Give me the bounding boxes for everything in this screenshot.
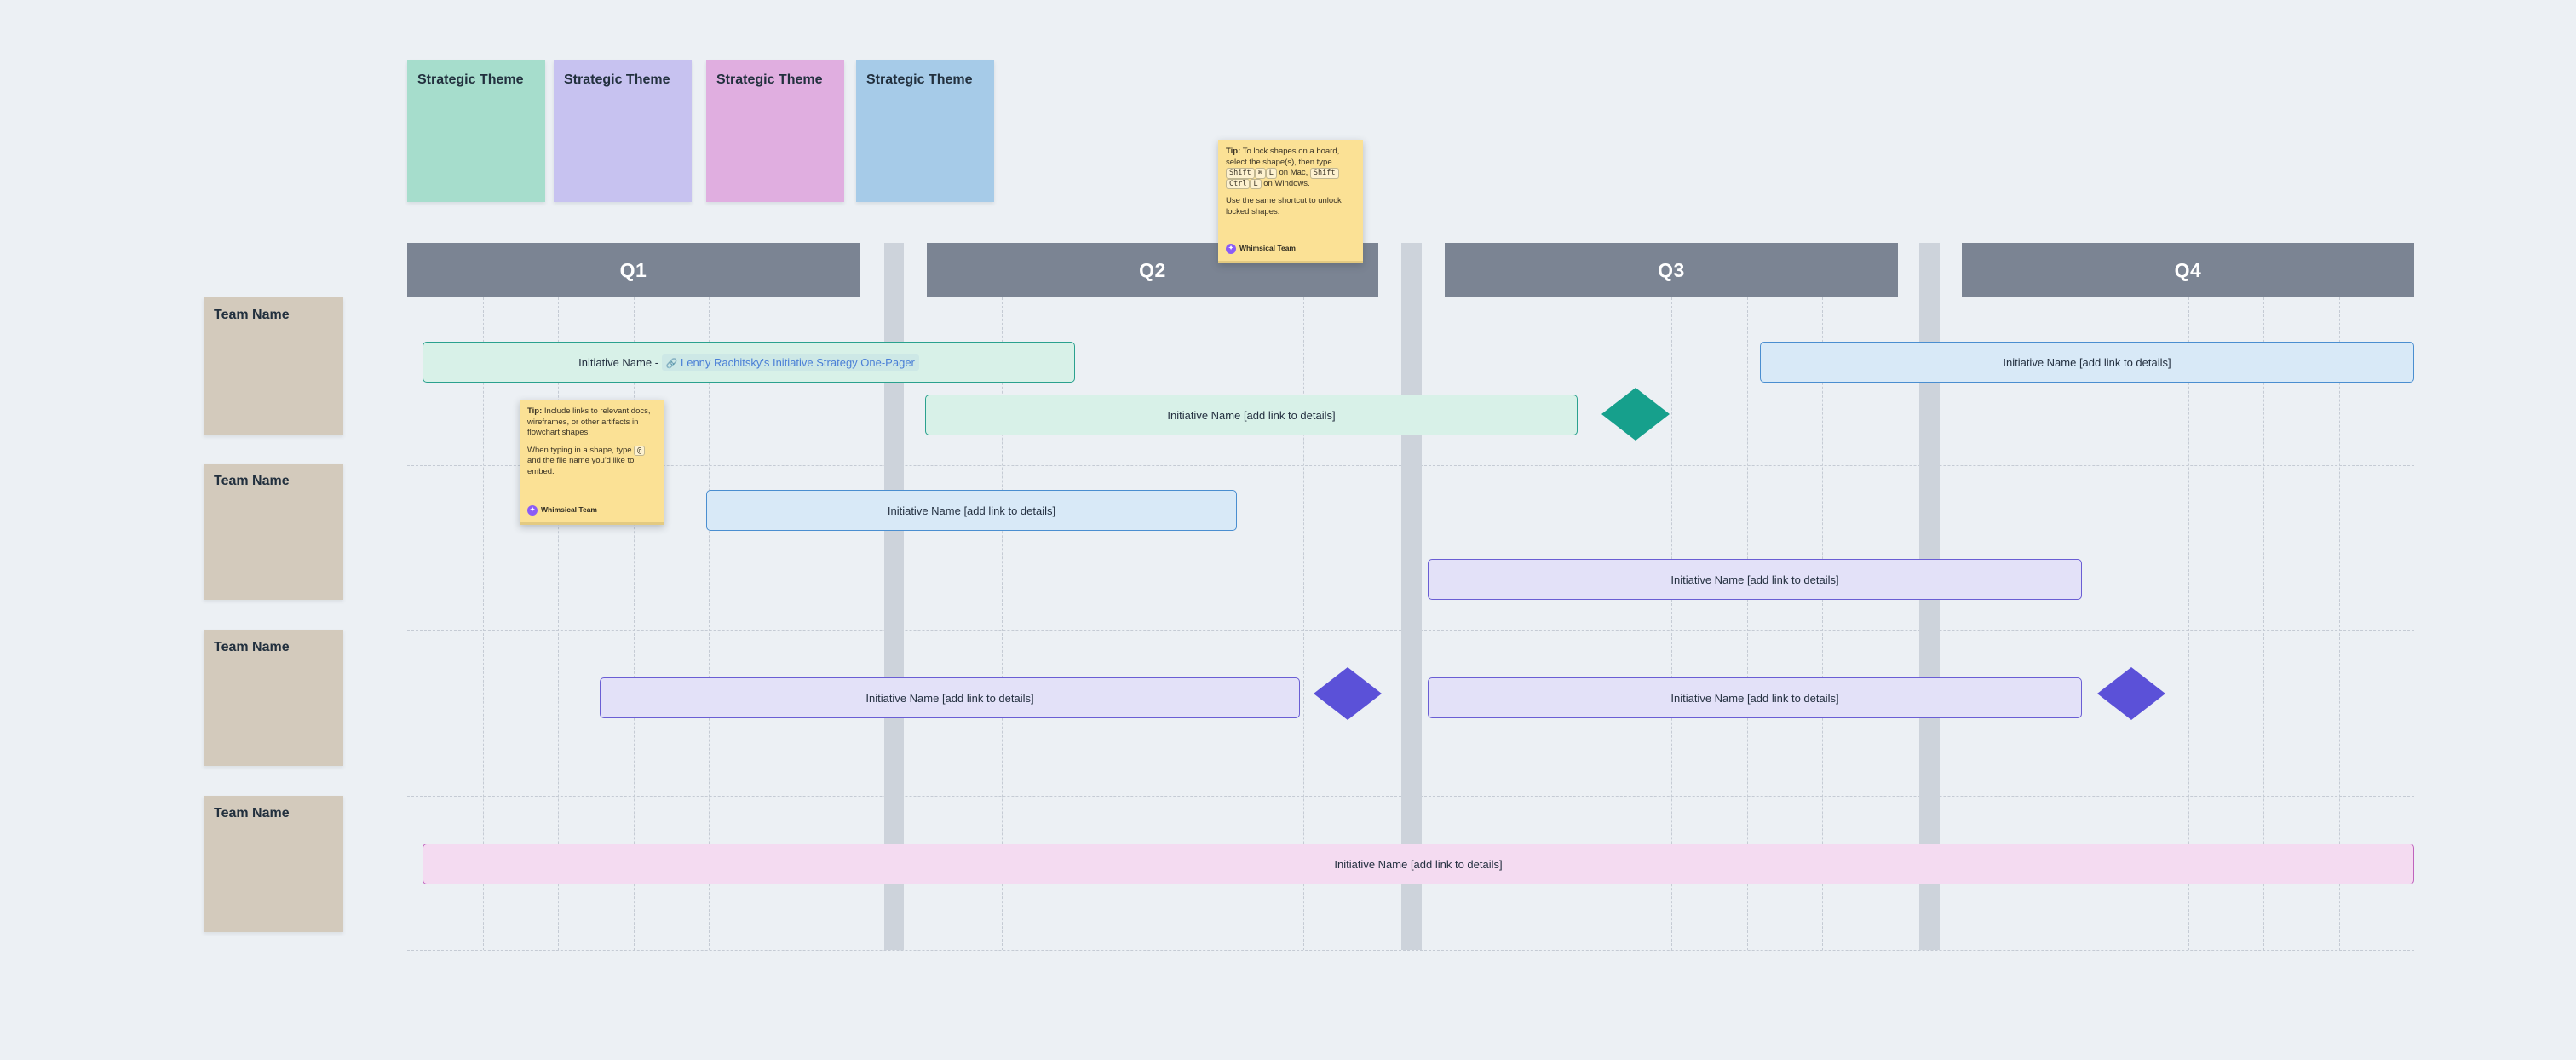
kbd-key: L [1250, 178, 1262, 190]
grid-dash-vertical [483, 297, 484, 950]
theme-card[interactable]: Strategic Theme [554, 60, 692, 202]
sticky-author: ✦ Whimsical Team [527, 505, 657, 516]
sticky-tip-text: Tip: Include links to relevant docs, wir… [527, 406, 651, 438]
sticky-author: ✦ Whimsical Team [1226, 244, 1355, 254]
kbd-key: ⌘ [1254, 168, 1266, 179]
initiative-bar[interactable]: Initiative Name [add link to details] [1428, 559, 2082, 600]
initiative-label: Initiative Name [add link to details] [1670, 573, 1839, 586]
initiative-label: Initiative Name [add link to details] [1167, 408, 1336, 422]
sticky-tip-text: Tip: To lock shapes on a board, select t… [1226, 147, 1340, 190]
grid-dash-vertical [634, 297, 635, 950]
team-card[interactable]: Team Name [204, 630, 343, 766]
sticky-tip-text: When typing in a shape, type @ and the f… [527, 445, 657, 478]
kbd-key: L [1265, 168, 1277, 179]
whimsical-avatar-icon: ✦ [527, 505, 538, 516]
grid-dash-vertical [1747, 297, 1748, 950]
whimsical-avatar-icon: ✦ [1226, 244, 1236, 254]
grid-dash-horizontal [407, 950, 2414, 951]
sticky-note[interactable]: Tip: Include links to relevant docs, wir… [520, 400, 664, 525]
initiative-bar[interactable]: Initiative Name - 🔗 Lenny Rachitsky's In… [423, 342, 1075, 383]
team-card-label: Team Name [214, 474, 290, 488]
grid-dash-vertical [2339, 297, 2340, 950]
initiative-label: Initiative Name [add link to details] [865, 691, 1034, 705]
quarter-header-q4[interactable]: Q4 [1962, 243, 2414, 297]
theme-card-label: Strategic Theme [564, 72, 670, 87]
sticky-tip-text: Use the same shortcut to unlock locked s… [1226, 196, 1342, 216]
sticky-author-name: Whimsical Team [541, 505, 597, 515]
team-card[interactable]: Team Name [204, 796, 343, 932]
initiative-label: Initiative Name - 🔗 Lenny Rachitsky's In… [578, 354, 919, 371]
team-card[interactable]: Team Name [204, 297, 343, 435]
initiative-label: Initiative Name [add link to details] [1670, 691, 1839, 705]
initiative-bar[interactable]: Initiative Name [add link to details] [600, 677, 1300, 718]
quarter-header-q1[interactable]: Q1 [407, 243, 860, 297]
lane-divider [1401, 243, 1422, 950]
quarter-label: Q2 [1139, 258, 1166, 281]
team-card[interactable]: Team Name [204, 464, 343, 600]
initiative-bar[interactable]: Initiative Name [add link to details] [1428, 677, 2082, 718]
sticky-author-name: Whimsical Team [1239, 244, 1296, 253]
initiative-link[interactable]: 🔗 Lenny Rachitsky's Initiative Strategy … [661, 354, 919, 371]
quarter-header-q3[interactable]: Q3 [1445, 243, 1898, 297]
grid-dash-vertical [1002, 297, 1003, 950]
quarter-label: Q3 [1658, 258, 1685, 281]
kbd-key: Shift [1309, 168, 1339, 179]
grid-dash-vertical [2188, 297, 2189, 950]
theme-card-label: Strategic Theme [716, 72, 823, 87]
kbd-key: @ [634, 445, 646, 457]
sticky-note[interactable]: Tip: To lock shapes on a board, select t… [1218, 140, 1363, 263]
initiative-bar[interactable]: Initiative Name [add link to details] [706, 490, 1237, 531]
theme-card[interactable]: Strategic Theme [856, 60, 994, 202]
theme-card[interactable]: Strategic Theme [407, 60, 545, 202]
grid-dash-vertical [1303, 297, 1304, 950]
grid-dash-vertical [2263, 297, 2264, 950]
initiative-label: Initiative Name [add link to details] [1334, 857, 1503, 871]
kbd-key: Ctrl [1226, 178, 1251, 190]
team-card-label: Team Name [214, 806, 290, 821]
link-icon: 🔗 [665, 358, 678, 369]
theme-card[interactable]: Strategic Theme [706, 60, 844, 202]
grid-dash-vertical [1671, 297, 1672, 950]
grid-dash-vertical [709, 297, 710, 950]
initiative-label: Initiative Name [add link to details] [887, 504, 1056, 517]
theme-card-label: Strategic Theme [417, 72, 524, 87]
lane-divider [884, 243, 904, 950]
initiative-bar[interactable]: Initiative Name [add link to details] [925, 395, 1578, 435]
grid-dash-vertical [1822, 297, 1823, 950]
theme-card-label: Strategic Theme [866, 72, 973, 87]
team-card-label: Team Name [214, 640, 290, 654]
quarter-label: Q1 [619, 258, 647, 281]
grid-dash-vertical [558, 297, 559, 950]
initiative-bar[interactable]: Initiative Name [add link to details] [423, 844, 2414, 884]
initiative-bar[interactable]: Initiative Name [add link to details] [1760, 342, 2414, 383]
initiative-label: Initiative Name [add link to details] [2003, 355, 2171, 369]
team-card-label: Team Name [214, 308, 290, 322]
quarter-label: Q4 [2174, 258, 2202, 281]
kbd-key: Shift [1226, 168, 1255, 179]
